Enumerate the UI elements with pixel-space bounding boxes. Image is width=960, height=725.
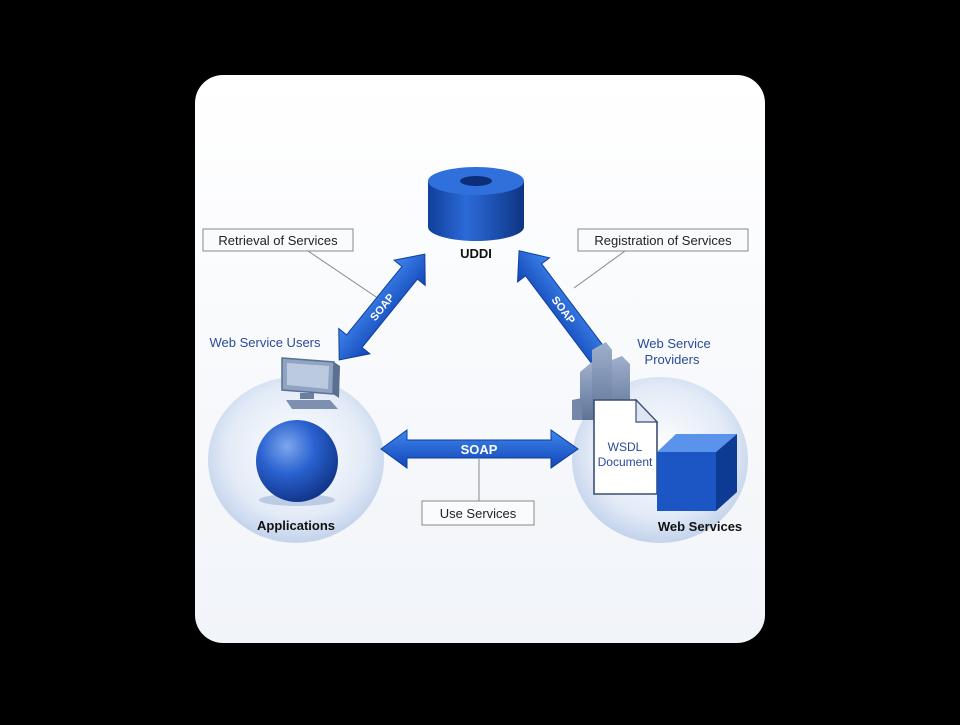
web-services-cube-icon	[657, 434, 737, 511]
registration-callout-text: Registration of Services	[594, 233, 732, 248]
retrieval-callout-text: Retrieval of Services	[218, 233, 338, 248]
soap-arrow-center: SOAP	[380, 429, 579, 469]
web-services-label: Web Services	[658, 519, 742, 534]
use-services-callout-box	[421, 500, 535, 526]
providers-label-line2: Providers	[645, 352, 700, 367]
retrieval-callout-line	[307, 250, 389, 306]
use-services-callout-text: Use Services	[440, 506, 517, 521]
users-label: Web Service Users	[209, 335, 321, 350]
globe-sphere-icon	[256, 420, 338, 506]
registration-callout-box	[577, 228, 749, 252]
registration-callout-line	[573, 250, 626, 289]
wsdl-line2: Document	[598, 455, 653, 469]
wsdl-line1: WSDL	[608, 440, 643, 454]
providers-label-line1: Web Service	[637, 336, 710, 351]
uddi-database-icon	[428, 167, 524, 241]
applications-label: Applications	[257, 518, 335, 533]
wsdl-document-icon: WSDL Document	[593, 398, 659, 495]
computer-icon	[281, 357, 340, 409]
retrieval-callout-box	[202, 228, 354, 252]
soap-center-label: SOAP	[461, 442, 498, 457]
soap-arrow-right: SOAP	[516, 250, 609, 365]
uddi-label: UDDI	[460, 246, 492, 261]
